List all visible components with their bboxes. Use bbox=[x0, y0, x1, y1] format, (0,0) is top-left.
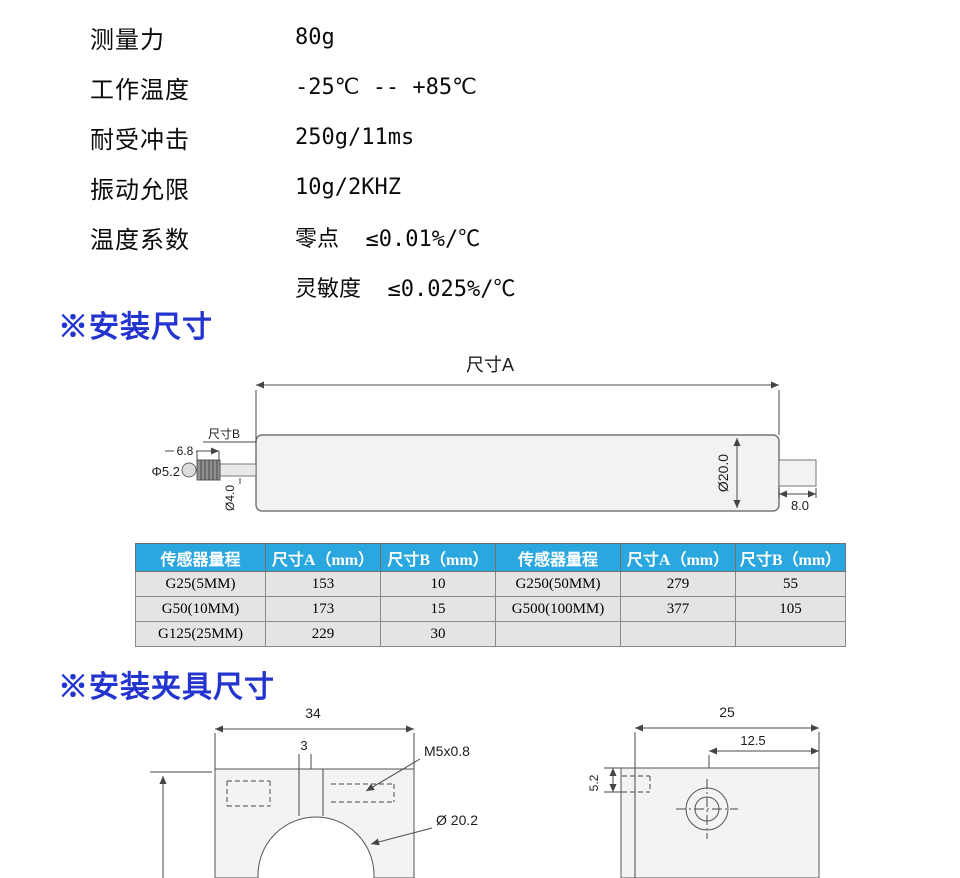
table-cell: G250(50MM) bbox=[495, 571, 621, 597]
table-row: G25(5MM) 153 10 G250(50MM) 279 55 bbox=[135, 571, 846, 597]
table-cell: 15 bbox=[380, 596, 496, 622]
spec-value: 250g/11ms bbox=[295, 124, 415, 150]
table-cell: 105 bbox=[735, 596, 846, 622]
section-title-fixture-dims: ※安装夹具尺寸 bbox=[58, 671, 275, 704]
table-cell: G500(100MM) bbox=[495, 596, 621, 622]
table-cell bbox=[620, 621, 736, 647]
spec-value: -25℃ -- +85℃ bbox=[295, 74, 477, 100]
spec-row: 耐受冲击 250g/11ms bbox=[90, 112, 515, 162]
fixture-left-bore bbox=[257, 816, 375, 878]
fixture-right-drawing: 25 12.5 5.2 bbox=[587, 705, 820, 878]
spec-row: 灵敏度 ≤0.025%/℃ bbox=[90, 262, 515, 312]
fixture-left-thread-label: M5x0.8 bbox=[424, 743, 470, 759]
dim-stub-length: 8.0 bbox=[778, 488, 817, 513]
stub-length-label: 8.0 bbox=[791, 498, 809, 513]
table-cell: G50(10MM) bbox=[135, 596, 266, 622]
spec-label: 工作温度 bbox=[90, 76, 190, 104]
table-cell: 10 bbox=[380, 571, 496, 597]
dimension-table: 传感器量程 尺寸A（mm） 尺寸B（mm） 传感器量程 尺寸A（mm） 尺寸B（… bbox=[135, 543, 846, 647]
column-header: 尺寸A（mm） bbox=[265, 543, 381, 572]
table-cell: 229 bbox=[265, 621, 381, 647]
dim-b: 尺寸B bbox=[203, 427, 257, 443]
dim-a: 尺寸A bbox=[255, 355, 780, 435]
spec-row: 测量力 80g bbox=[90, 12, 515, 62]
probe-rod bbox=[218, 463, 257, 477]
fixture-left-drawing: 34 3 M5x0.8 bbox=[150, 705, 478, 878]
spec-row: 振动允限 10g/2KHZ bbox=[90, 162, 515, 212]
spec-value: 10g/2KHZ bbox=[295, 174, 401, 200]
fixture-left-bore-label: Ø 20.2 bbox=[436, 812, 478, 828]
hole-center-lines bbox=[676, 779, 738, 839]
fixture-right-body bbox=[620, 767, 820, 878]
table-cell: G125(25MM) bbox=[135, 621, 266, 647]
column-header: 尺寸A（mm） bbox=[620, 543, 736, 572]
table-row: G125(25MM) 229 30 bbox=[135, 621, 846, 647]
fixture-left-hidden-holes bbox=[226, 780, 395, 807]
spec-label: 温度系数 bbox=[90, 226, 190, 254]
fixture-right-step-label: 5.2 bbox=[587, 774, 601, 791]
column-header: 尺寸B（mm） bbox=[735, 543, 846, 572]
rod-diameter-label: Ø4.0 bbox=[223, 485, 237, 511]
dim-knurl-length: 6.8 bbox=[165, 444, 220, 460]
body-diameter-label: Ø20.0 bbox=[715, 454, 731, 492]
tip-diameter-label: Φ5.2 bbox=[152, 464, 180, 479]
column-header: 尺寸B（mm） bbox=[380, 543, 496, 572]
table-cell: 279 bbox=[620, 571, 736, 597]
spec-list: 测量力 80g 工作温度 -25℃ -- +85℃ 耐受冲击 250g/11ms… bbox=[90, 12, 515, 312]
column-header: 传感器量程 bbox=[135, 543, 266, 572]
fixture-right-width-label: 25 bbox=[719, 705, 735, 720]
probe-tip bbox=[181, 462, 197, 478]
table-cell bbox=[495, 621, 621, 647]
spec-label: 测量力 bbox=[90, 26, 165, 54]
fixture-dimension-drawings: 34 3 M5x0.8 bbox=[150, 705, 820, 878]
fixture-left-width-label: 34 bbox=[305, 705, 321, 721]
sensor-dimension-drawing: 尺寸A Ø20.0 8.0 bbox=[152, 355, 817, 513]
fixture-right-hidden-hole bbox=[622, 775, 651, 793]
table-header-row: 传感器量程 尺寸A（mm） 尺寸B（mm） 传感器量程 尺寸A（mm） 尺寸B（… bbox=[135, 543, 846, 572]
spec-row: 温度系数 零点 ≤0.01%/℃ bbox=[90, 212, 515, 262]
table-cell: 377 bbox=[620, 596, 736, 622]
knurled-collar bbox=[196, 459, 221, 481]
dim-step-height: 5.2 bbox=[587, 767, 622, 793]
table-row: G50(10MM) 173 15 G500(100MM) 377 105 bbox=[135, 596, 846, 622]
dim-rod-diameter: Ø4.0 bbox=[223, 478, 241, 511]
dim-b-label: 尺寸B bbox=[208, 427, 240, 441]
section-title-install-dims: ※安装尺寸 bbox=[58, 311, 213, 344]
dim-a-label: 尺寸A bbox=[466, 355, 514, 375]
knurl-length-label: 6.8 bbox=[177, 444, 194, 458]
table-cell: 30 bbox=[380, 621, 496, 647]
spec-value: 零点 ≤0.01%/℃ bbox=[295, 227, 481, 252]
spec-value: 灵敏度 ≤0.025%/℃ bbox=[295, 277, 516, 302]
table-cell bbox=[735, 621, 846, 647]
fixture-right-offset-label: 12.5 bbox=[740, 733, 765, 748]
fixture-left-slot-label: 3 bbox=[300, 738, 307, 753]
dim-body-diameter: Ø20.0 bbox=[715, 438, 741, 508]
table-cell: 173 bbox=[265, 596, 381, 622]
column-header: 传感器量程 bbox=[495, 543, 621, 572]
spec-row: 工作温度 -25℃ -- +85℃ bbox=[90, 62, 515, 112]
spec-value: 80g bbox=[295, 24, 335, 50]
table-cell: 55 bbox=[735, 571, 846, 597]
sensor-body bbox=[255, 434, 780, 512]
table-cell: 153 bbox=[265, 571, 381, 597]
spec-label: 振动允限 bbox=[90, 176, 190, 204]
spec-label: 耐受冲击 bbox=[90, 126, 190, 154]
rear-stub bbox=[778, 459, 817, 487]
table-cell: G25(5MM) bbox=[135, 571, 266, 597]
